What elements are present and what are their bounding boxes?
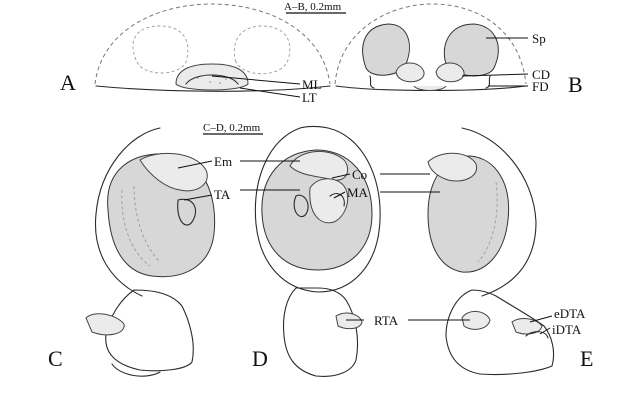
tibia-d xyxy=(282,287,359,377)
label-lt: LT xyxy=(302,90,317,105)
label-ml: ML xyxy=(302,77,322,92)
tegulum-seam-e xyxy=(477,181,498,263)
spermatheca-left-a xyxy=(132,25,189,74)
panel-letter-a: A xyxy=(60,70,76,95)
cymbium-d xyxy=(254,125,381,293)
patella-c xyxy=(111,363,161,377)
label-rta: RTA xyxy=(374,313,399,328)
leader-co-left xyxy=(331,173,351,179)
tibia-e xyxy=(445,289,555,376)
ectal-dorsal-apophysis-e xyxy=(511,318,543,335)
epigynal-plate-a xyxy=(95,85,331,92)
label-sp: Sp xyxy=(532,31,546,46)
leader-lt xyxy=(239,87,301,98)
intermediate-dorsal-apophysis-e xyxy=(525,331,549,339)
panel-letter-e: E xyxy=(580,346,593,371)
label-edta: eDTA xyxy=(554,306,586,321)
leader-ta-left xyxy=(183,194,213,201)
panel-d-drawing xyxy=(254,125,381,377)
label-co: Co xyxy=(352,167,367,182)
copulatory-duct-left xyxy=(395,62,425,83)
tegular-apophysis-c xyxy=(177,198,196,226)
fertilization-duct-left xyxy=(369,75,375,89)
embolus-d xyxy=(289,150,349,181)
cymbium-c xyxy=(94,127,161,297)
tegulum-seam-c2 xyxy=(133,185,161,263)
panel-b-drawing xyxy=(334,3,527,92)
panel-e-drawing xyxy=(427,127,555,376)
copulatory-duct-right xyxy=(435,62,465,83)
fertilization-duct-right xyxy=(485,75,491,89)
epigynum-a-outline xyxy=(94,3,331,85)
leader-em-left xyxy=(177,160,213,169)
tegulum-seam-c xyxy=(121,189,151,267)
panel-letter-b: B xyxy=(568,72,583,97)
tibial-apophysis-c xyxy=(85,313,125,336)
label-ma: MA xyxy=(347,185,369,200)
panel-letter-d: D xyxy=(252,346,268,371)
leader-ma-left xyxy=(333,191,346,199)
label-fd: FD xyxy=(532,79,549,94)
retrolateral-tibial-apophysis-d xyxy=(335,312,363,330)
panel-letter-c: C xyxy=(48,346,63,371)
scale-bar-ab-label: A–B, 0.2mm xyxy=(284,1,342,13)
retrolateral-tibial-apophysis-e xyxy=(461,311,491,330)
panel-c-drawing xyxy=(85,127,216,377)
label-cd: CD xyxy=(532,67,550,82)
leader-cd xyxy=(461,73,529,77)
spermatheca-left-b xyxy=(362,23,410,76)
median-plate-b xyxy=(413,85,447,91)
conductor-d xyxy=(309,178,349,224)
tegular-apophysis-d xyxy=(293,194,309,218)
leader-edta xyxy=(529,315,553,323)
scale-bar-cd-label: C–D, 0.2mm xyxy=(203,122,261,134)
embolus-c xyxy=(139,152,208,192)
embolus-e xyxy=(427,152,478,182)
cymbium-e xyxy=(461,127,537,297)
label-em: Em xyxy=(214,154,232,169)
label-idta: iDTA xyxy=(552,322,582,337)
lateral-teeth-a xyxy=(185,74,239,85)
spermatheca-right-a xyxy=(233,25,291,75)
leader-idta xyxy=(539,327,551,335)
median-apophysis-d xyxy=(329,193,345,207)
panel-a-drawing xyxy=(94,3,331,92)
leader-ml xyxy=(211,75,301,85)
label-ta: TA xyxy=(214,187,231,202)
median-lobe-a xyxy=(175,63,249,91)
